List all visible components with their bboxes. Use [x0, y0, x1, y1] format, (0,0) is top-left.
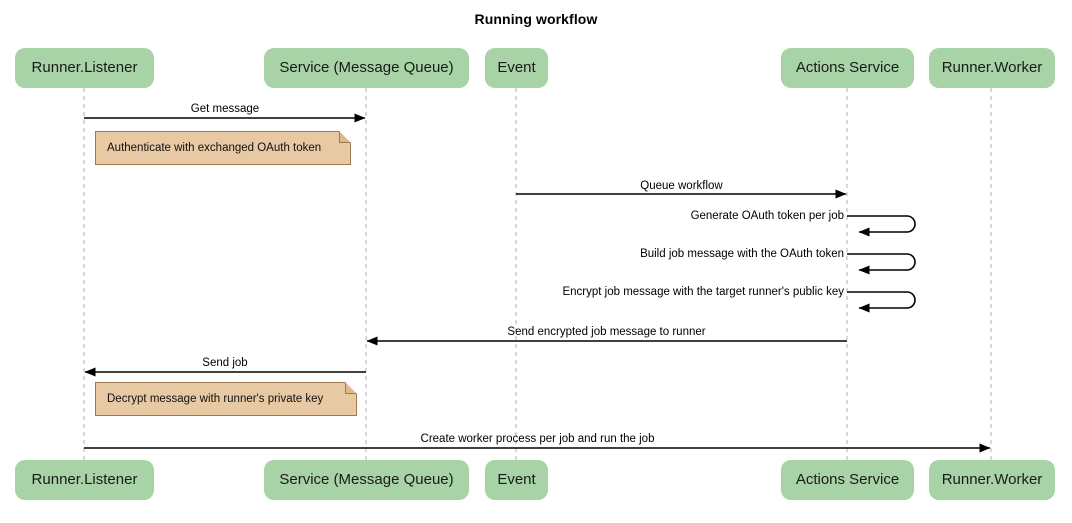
message-generate-oauth-token-per-job [847, 215, 916, 237]
message-label-get-message: Get message [190, 103, 260, 115]
note-authenticate-with-exchanged-oauth-token: Authenticate with exchanged OAuth token [95, 131, 351, 165]
message-label-encrypt-job-message-with-the-target-runners-public-key: Encrypt job message with the target runn… [562, 286, 844, 298]
message-label-generate-oauth-token-per-job: Generate OAuth token per job [690, 210, 844, 222]
message-build-job-message-with-the-oauth-token [847, 253, 916, 275]
note-text-authenticate-with-exchanged-oauth-token: Authenticate with exchanged OAuth token [107, 142, 322, 154]
actor-runner-worker-bottom[interactable]: Runner.Worker [929, 460, 1055, 500]
actor-event-bottom[interactable]: Event [485, 460, 548, 500]
page-title: Running workflow [474, 11, 598, 27]
actor-service-message-queue-bottom[interactable]: Service (Message Queue) [264, 460, 469, 500]
actor-runner-listener-bottom[interactable]: Runner.Listener [15, 460, 154, 500]
message-label-build-job-message-with-the-oauth-token: Build job message with the OAuth token [640, 248, 844, 260]
actor-runner-listener-top[interactable]: Runner.Listener [15, 48, 154, 88]
actor-runner-worker-top[interactable]: Runner.Worker [929, 48, 1055, 88]
note-decrypt-message-with-runners-private-key: Decrypt message with runner's private ke… [95, 382, 357, 416]
message-encrypt-job-message-with-the-target-runners-public-key [847, 291, 916, 313]
lifelines-group [83, 88, 992, 460]
actor-service-message-queue-top[interactable]: Service (Message Queue) [264, 48, 469, 88]
message-label-send-encrypted-job-message-to-runner: Send encrypted job message to runner [507, 326, 706, 338]
message-label-create-worker-process-per-job-and-run-the-job: Create worker process per job and run th… [420, 433, 655, 445]
actor-actions-service-bottom[interactable]: Actions Service [781, 460, 914, 500]
actor-actions-service-top[interactable]: Actions Service [781, 48, 914, 88]
actor-event-top[interactable]: Event [485, 48, 548, 88]
note-text-decrypt-message-with-runners-private-key: Decrypt message with runner's private ke… [107, 393, 324, 405]
messages-group [84, 113, 991, 453]
message-label-queue-workflow: Queue workflow [640, 180, 723, 192]
message-label-send-job: Send job [202, 357, 248, 369]
